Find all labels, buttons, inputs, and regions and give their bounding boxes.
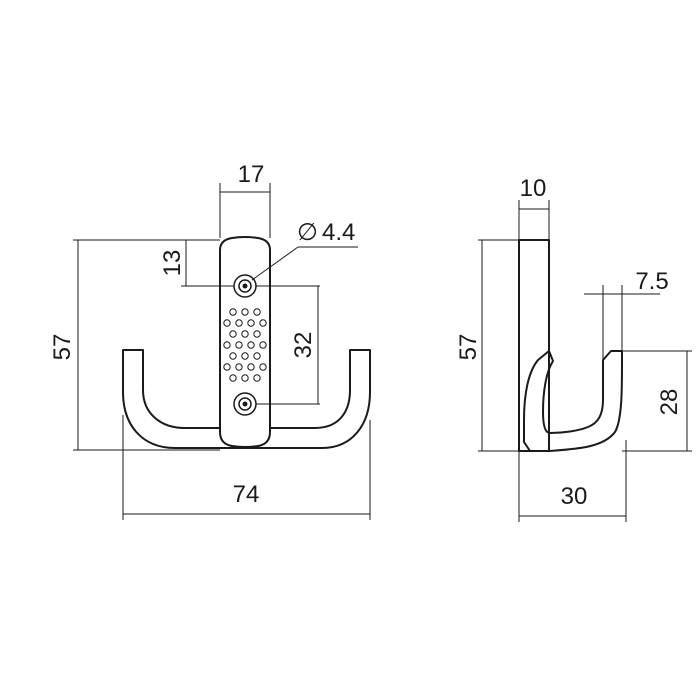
dim-hole-offset-label: 13 [159, 250, 186, 277]
dim-plate-width-label: 17 [238, 161, 265, 188]
screw-hole-top [233, 274, 257, 298]
dim-side-thickness: 10 [518, 175, 550, 240]
dim-front-width: 74 [122, 415, 371, 520]
dim-hook-tip-thickness: 7.5 [584, 268, 669, 360]
dim-hook-tip-thickness-label: 7.5 [635, 268, 668, 295]
dim-front-width-label: 74 [233, 481, 260, 508]
plate-dot-pattern [223, 308, 267, 382]
side-hook-profile [523, 350, 623, 452]
dim-hook-tip-height: 28 [622, 350, 692, 452]
screw-hole-bottom [233, 392, 257, 416]
dim-side-depth-label: 30 [561, 483, 588, 510]
side-view: 10 57 7.5 28 30 [455, 175, 692, 522]
dim-front-height-label: 57 [49, 334, 76, 361]
mounting-plate [219, 236, 271, 448]
dim-side-thickness-label: 10 [520, 175, 547, 202]
dim-side-height: 57 [455, 239, 519, 452]
diameter-symbol: ∅ [297, 219, 318, 246]
front-hook-outline [122, 349, 371, 449]
dim-side-height-label: 57 [455, 334, 482, 361]
dim-hole-diameter: ∅ 4.4 [251, 219, 358, 281]
dim-front-height: 57 [49, 239, 220, 451]
dim-side-depth: 30 [518, 440, 627, 522]
dim-hole-spacing-label: 32 [290, 332, 317, 359]
dim-hole-spacing: 32 [256, 285, 320, 405]
dim-plate-width: 17 [219, 161, 271, 238]
dim-hook-tip-height-label: 28 [656, 389, 683, 416]
dim-hole-offset: 13 [159, 240, 234, 287]
dim-hole-diameter-label: 4.4 [322, 219, 355, 246]
front-view: 17 57 13 32 ∅ 4.4 [49, 161, 371, 520]
